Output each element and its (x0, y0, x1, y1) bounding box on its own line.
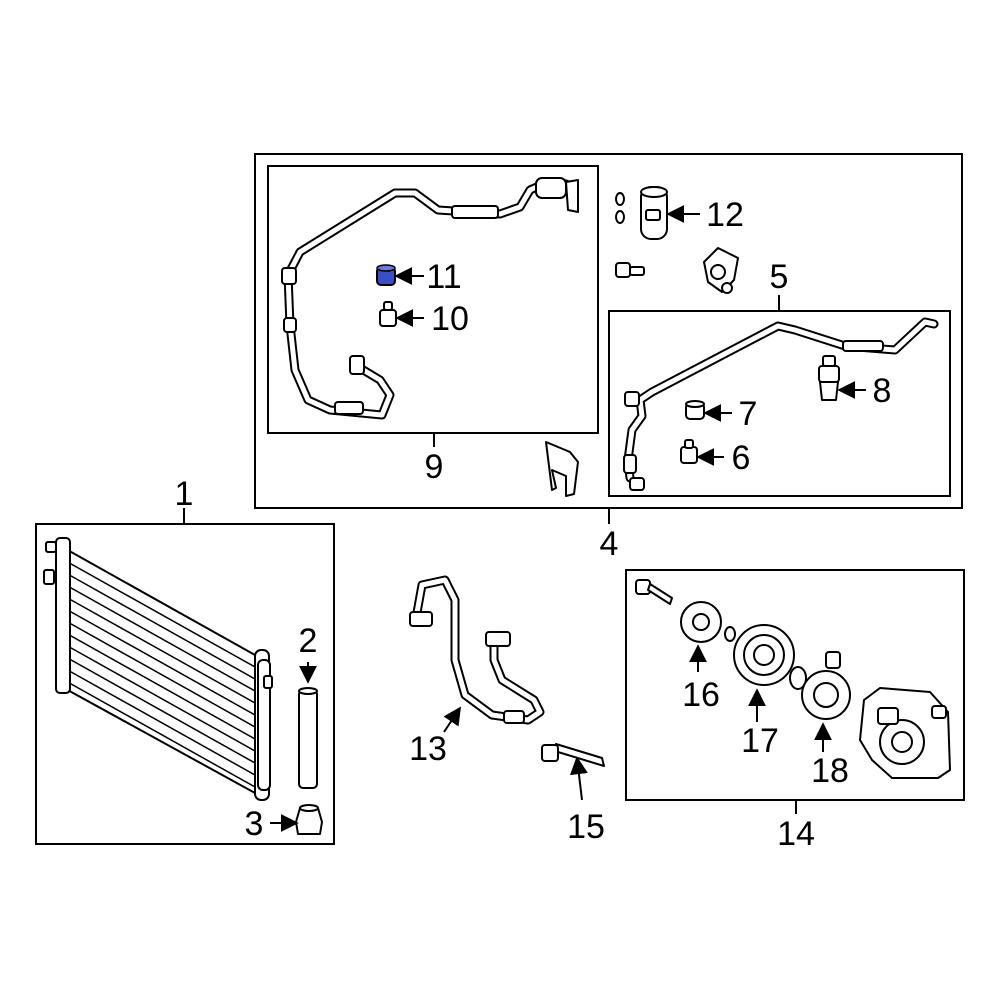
suction-line-part-5[interactable] (623, 317, 939, 491)
arrow-15 (569, 756, 588, 801)
callout-3: 3 (245, 805, 264, 843)
cap-part-7[interactable] (685, 400, 705, 420)
arrow-13 (443, 706, 461, 733)
clutch-hub-part-16[interactable] (680, 601, 736, 643)
pressure-switch-part-10[interactable] (379, 301, 397, 327)
mount-bracket[interactable] (545, 441, 579, 497)
bolt-hardware[interactable] (615, 262, 645, 278)
callout-1: 1 (175, 475, 194, 513)
callout-2: 2 (299, 622, 318, 660)
field-coil-part-18[interactable] (801, 651, 851, 720)
condenser-part-1[interactable] (43, 537, 273, 801)
bolt-part-15[interactable] (541, 743, 605, 767)
assembly-box-5 (608, 310, 951, 497)
callout-12: 12 (706, 196, 744, 234)
callout-6: 6 (732, 439, 751, 477)
bolt-hardware-compressor[interactable] (635, 579, 673, 605)
callout-17: 17 (741, 722, 779, 760)
callout-4: 4 (600, 525, 619, 563)
cap-part-11[interactable] (376, 264, 396, 286)
plug-part-3[interactable] (295, 804, 323, 835)
callout-18: 18 (811, 752, 849, 790)
callout-14: 14 (777, 815, 815, 853)
desiccant-part-2[interactable] (298, 687, 318, 789)
callout-10: 10 (431, 300, 469, 338)
receiver-drier-part-12[interactable] (615, 186, 668, 240)
callout-15: 15 (567, 808, 605, 846)
bracket-hardware[interactable] (703, 247, 739, 294)
compressor[interactable] (859, 687, 951, 779)
callout-9: 9 (425, 448, 444, 486)
valve-core-part-6[interactable] (680, 439, 698, 464)
pulley-part-17[interactable] (733, 624, 807, 690)
callout-11: 11 (426, 258, 461, 296)
pressure-sensor-part-8[interactable] (818, 355, 840, 401)
callout-5: 5 (770, 258, 789, 296)
callout-7: 7 (739, 395, 758, 433)
callout-13: 13 (409, 730, 447, 768)
callout-8: 8 (873, 372, 892, 410)
liquid-line-part-13[interactable] (409, 575, 545, 725)
callout-16: 16 (682, 676, 720, 714)
discharge-hose-part-9[interactable] (281, 177, 579, 420)
